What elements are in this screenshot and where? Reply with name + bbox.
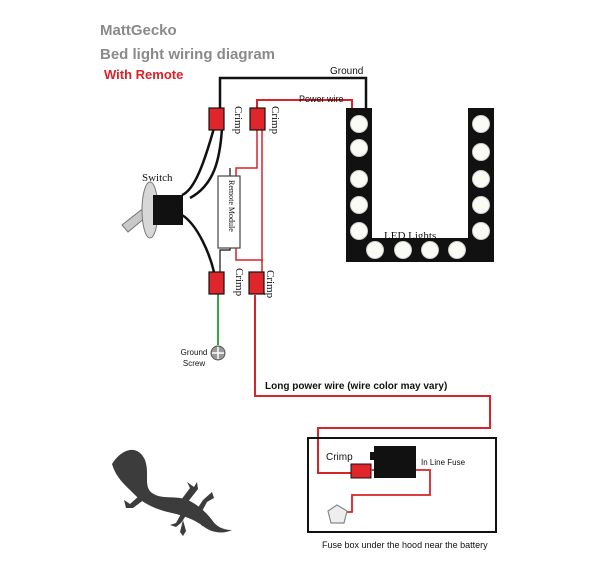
switch-wire-top-2: [189, 127, 224, 200]
fuse-crimp: [350, 463, 372, 479]
switch-wire-bottom: [181, 213, 216, 273]
long-power-wire: [254, 295, 491, 474]
crimp-bottom-right: [248, 271, 265, 295]
power-wire-led: [256, 99, 353, 110]
ground-screw-icon: [210, 345, 226, 361]
in-line-fuse-label: In Line Fuse: [421, 458, 466, 467]
ground-wire: [218, 76, 368, 110]
fuse-output-wire: [345, 469, 431, 513]
ground-label: Ground: [330, 66, 364, 77]
fuse-box: [307, 437, 497, 533]
fuse-crimp-label: Crimp: [326, 452, 353, 463]
power-wire-label: Power wire: [299, 94, 344, 104]
in-line-fuse-icon: [370, 446, 416, 478]
remote-module-label: Remote Module: [227, 180, 236, 232]
crimp-label-bottom-right: Crimp: [264, 270, 276, 299]
crimp-top-left: [208, 107, 225, 131]
diagram-subtitle: With Remote: [104, 67, 184, 82]
crimp-label-bottom-left: Crimp: [233, 268, 245, 297]
crimp-bottom-left: [208, 271, 225, 295]
fuse-box-label: Fuse box under the hood near the battery: [322, 540, 488, 550]
ground-screw-label: Ground Screw: [180, 348, 208, 368]
switch-wire-top: [181, 127, 216, 197]
switch-icon: [121, 181, 183, 239]
long-power-wire-label: Long power wire (wire color may vary): [265, 381, 448, 392]
crimp-label-top-right: Crimp: [269, 106, 281, 135]
diagram-title: Bed light wiring diagram: [100, 46, 276, 63]
battery-terminal-icon: [327, 504, 348, 524]
led-lights-label: LED Lights: [384, 230, 437, 242]
remote-module-box: [217, 175, 241, 249]
brand-title: MattGecko: [100, 22, 177, 39]
switch-label: Switch: [142, 172, 173, 184]
gecko-icon: [112, 449, 232, 536]
led-bulbs: [350, 115, 490, 259]
crimp-label-top-left: Crimp: [232, 106, 244, 135]
crimp-top-right: [249, 107, 266, 131]
